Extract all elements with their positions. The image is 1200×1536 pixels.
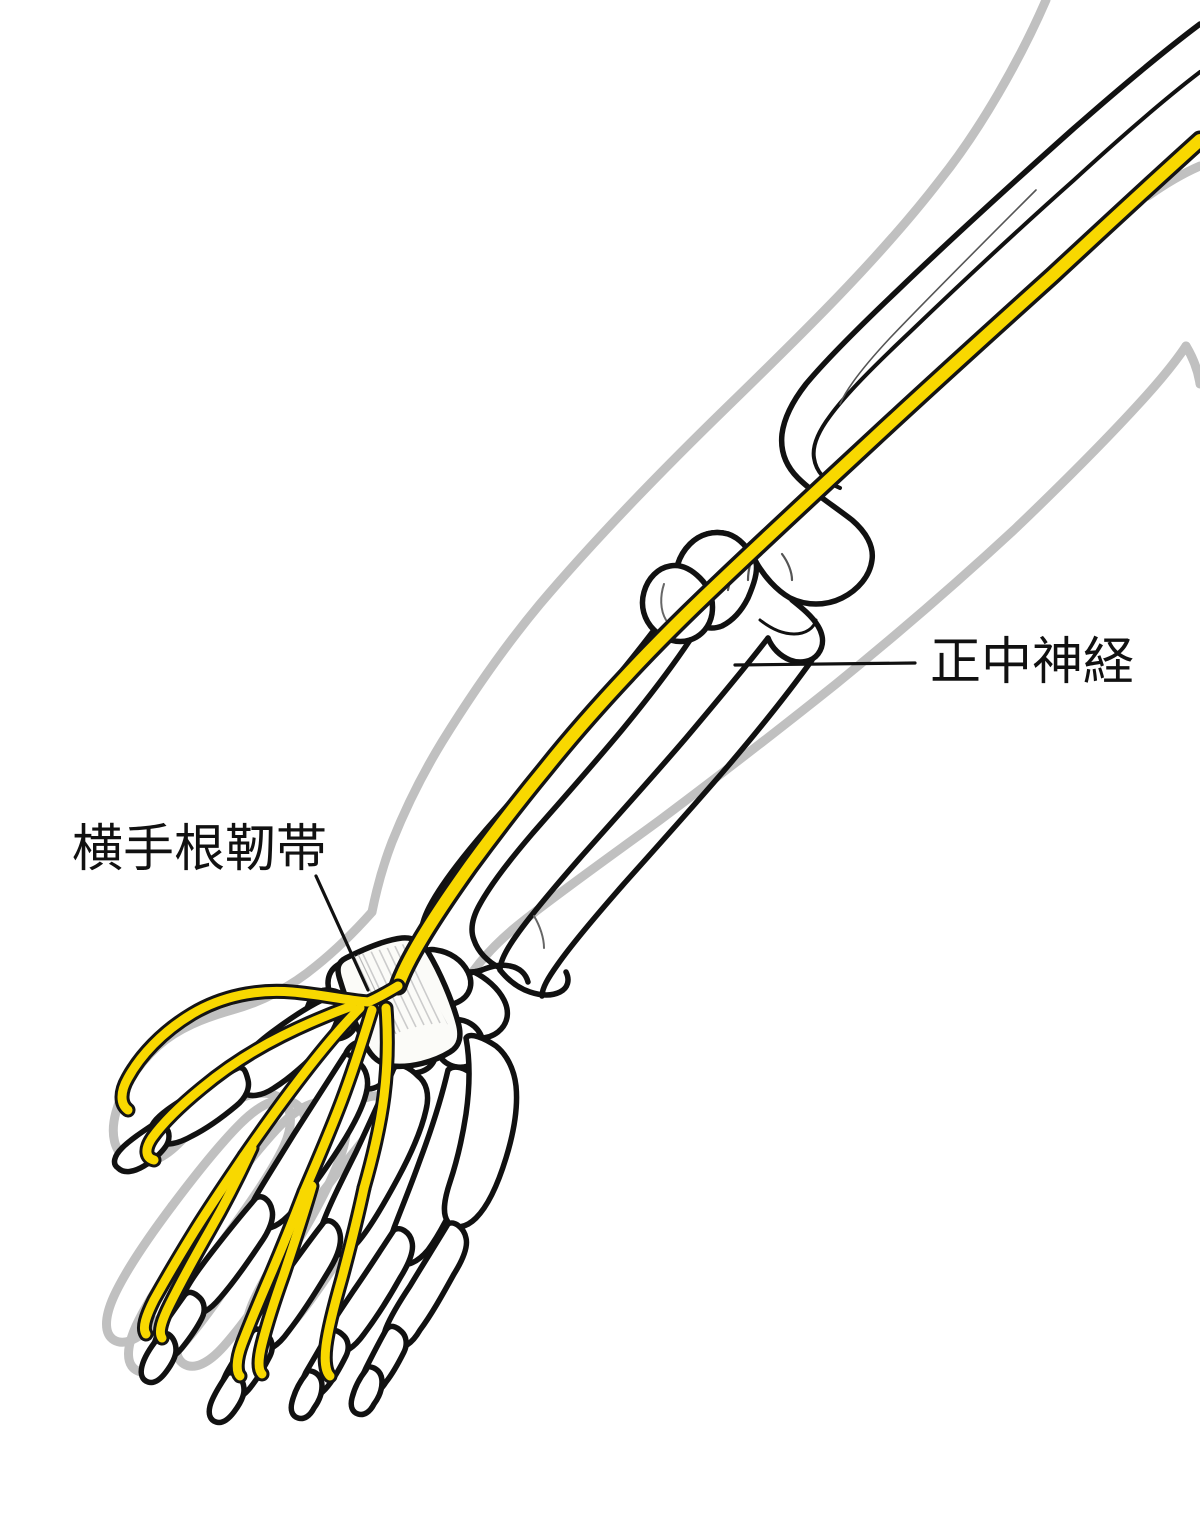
digital-nerve-branches: [117, 981, 403, 1381]
leader-line-median-nerve: [733, 661, 917, 667]
leader-line-transverse-carpal-ligament: [314, 874, 370, 992]
label-median-nerve: 正中神経: [930, 633, 1134, 692]
label-transverse-carpal-ligament: 横手根靭帯: [72, 820, 327, 879]
skeleton: [111, 21, 1200, 1426]
median-nerve-path: [114, 130, 1200, 1384]
leader-lines: [314, 661, 917, 992]
ulna-bone: [497, 597, 826, 999]
median-nerve-trunk: [392, 134, 1200, 992]
labels: 正中神経 横手根靭帯: [72, 633, 1134, 879]
